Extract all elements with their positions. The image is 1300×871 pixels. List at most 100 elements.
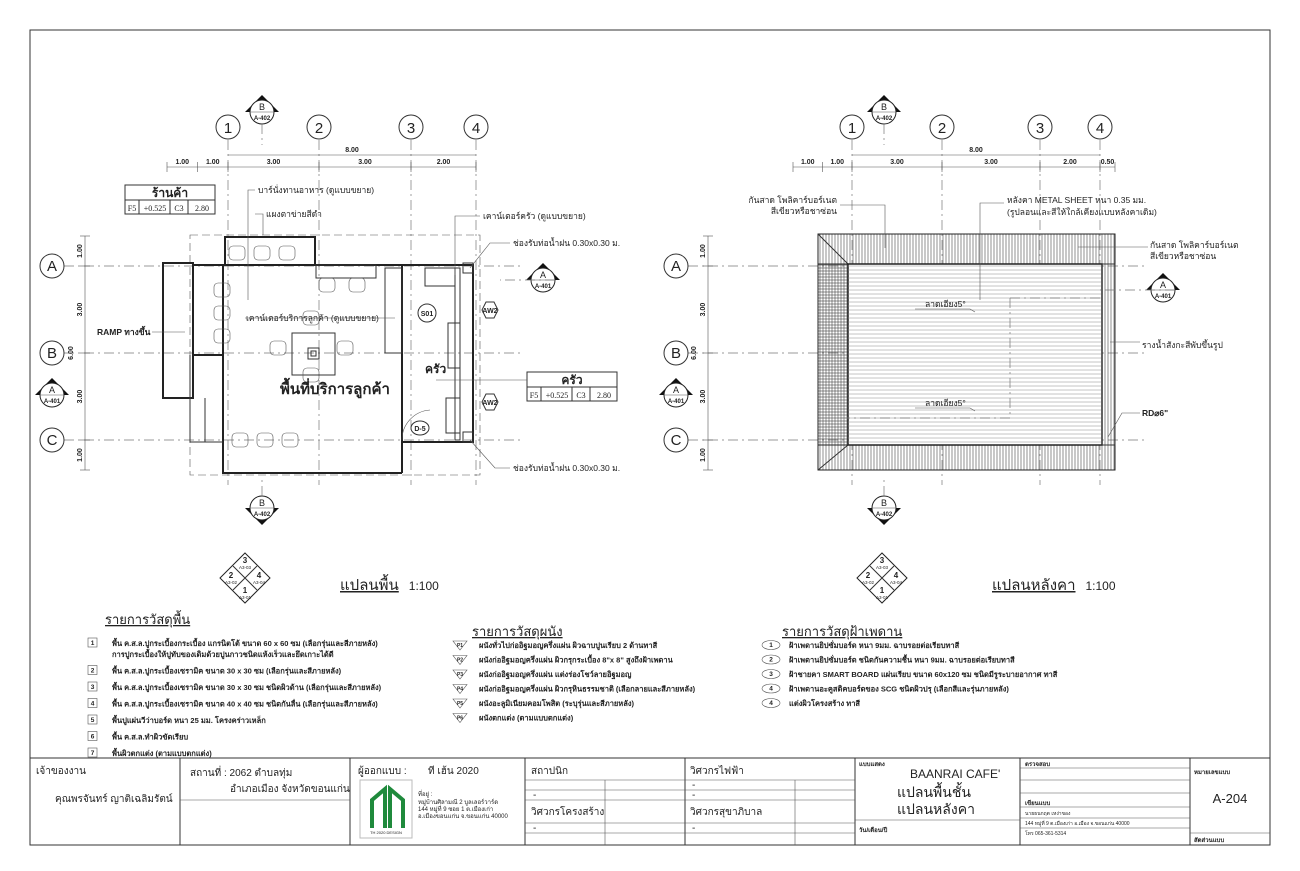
room-cell: +0.525 — [144, 204, 167, 213]
note-gutter: รางน้ำสังกะสีพับขึ้นรูป — [1142, 339, 1223, 351]
section-cut-line — [500, 279, 1175, 291]
dimension-label: 1.00 — [700, 448, 707, 462]
legend-tag: P5 — [457, 701, 463, 707]
sheet-label: หมายเลขแบบ — [1194, 769, 1230, 776]
dimension-label: 1.00 — [77, 448, 84, 462]
label-service-area: พื้นที่บริการลูกค้า — [280, 377, 390, 399]
dimension-label: 0.50 — [1101, 159, 1115, 166]
section-sheet: A-401 — [44, 399, 61, 405]
grid-label: 2 — [315, 120, 323, 137]
note-rd: RD⌀6" — [1142, 408, 1168, 418]
legend-tag-box — [87, 731, 98, 741]
grid-label: 1 — [848, 120, 856, 137]
legend-tag-triangle-icon — [452, 713, 468, 723]
grid-label: B — [671, 345, 681, 362]
section-sheet: A-401 — [1155, 294, 1172, 300]
chair-icon — [213, 282, 231, 298]
dimension-label: 6.00 — [68, 346, 75, 360]
dimension-label: 3.00 — [77, 390, 84, 404]
note-slope: ลาดเอียง5° — [925, 398, 966, 408]
center-table — [291, 332, 336, 376]
grid-bubble — [1087, 114, 1113, 140]
key-number: 1 — [243, 586, 248, 595]
drawing-label: แบบแสดง — [859, 761, 885, 768]
chair-icon — [253, 245, 271, 261]
sheet-number: A-204 — [1213, 791, 1248, 806]
ramp — [162, 262, 194, 399]
legend-text: พื้นผิวตกแต่ง (ตามแบบตกแต่ง) — [112, 747, 212, 758]
section-letter: A — [1160, 280, 1166, 290]
grid-label: C — [47, 432, 58, 449]
designer-name: ที เฮ้น 2020 — [428, 765, 479, 777]
dimension-label: 3.00 — [267, 159, 281, 166]
chair-icon — [231, 432, 249, 448]
legend-tag-triangle-icon — [452, 684, 468, 694]
key-ref: A3-02 — [862, 580, 875, 585]
chair-icon — [228, 245, 246, 261]
fridge — [445, 397, 461, 434]
tag-aw2 — [481, 301, 499, 319]
dimension-label: 2.00 — [437, 159, 451, 166]
note-roof: (รูปลอนและสีให้ใกล้เคียงแบบหลังคาเดิม) — [1007, 207, 1157, 218]
legend-text: พื้น ค.ส.ล.ปูกระเบื้องเซรามิค ขนาด 30 x … — [112, 665, 342, 677]
tag-door — [410, 420, 430, 436]
key-ref: A3-01 — [239, 595, 252, 600]
sanitary-label: วิศวกรสุขาภิบาล — [690, 807, 763, 818]
legend-tag-box — [87, 698, 98, 708]
grid-bubble — [306, 114, 332, 140]
room-cell: C3 — [576, 391, 585, 400]
key-ref: A3-04 — [253, 580, 266, 585]
legend-tag: 4 — [769, 700, 773, 707]
legend-tag-oval — [761, 654, 781, 665]
note-canopy: กันสาด โพลิคาร์บอร์เนต — [1150, 240, 1239, 250]
section-sheet: A-402 — [876, 512, 893, 518]
section-marker-b: BA-402 — [867, 495, 901, 525]
section-sheet: A-402 — [876, 116, 893, 122]
legend-text: การปูกระเบื้องให้ปูทับของเดิมด้วยปูนกาวช… — [112, 648, 334, 660]
key-cross — [869, 565, 895, 591]
section-sheet: A-401 — [535, 284, 552, 290]
checked-label: ตรวจสอบ — [1025, 761, 1050, 768]
section-letter: B — [881, 102, 887, 112]
stove — [424, 267, 456, 287]
legend-tag: 2 — [91, 668, 95, 675]
legend-tag: 3 — [91, 684, 95, 691]
legend-tag-box — [87, 681, 98, 692]
section-marker-a: A A-401 — [526, 263, 560, 293]
chair-icon — [348, 277, 366, 293]
dimension-label: 1.00 — [206, 159, 220, 166]
legend-tag: 1 — [91, 640, 95, 647]
drawn-label: เขียนแบบ — [1025, 799, 1050, 807]
section-letter: A — [540, 270, 546, 280]
grid-bubble — [663, 427, 689, 453]
note-mesh: แผงตาข่ายสีดำ — [266, 209, 322, 219]
drawn-phone: โทร 065-361-5314 — [1025, 830, 1066, 837]
room-cell: 2.80 — [597, 391, 611, 400]
section-sheet: A-402 — [254, 116, 271, 122]
tag-s01-label: S01 — [421, 311, 434, 318]
legend-text: ผนังก่ออิฐมอญครึ่งแผ่น ผิวกรุกระเบื้อง 8… — [479, 654, 674, 666]
designer-logo: TH 2020 DESIGN — [359, 779, 413, 839]
dimension-label: 3.00 — [358, 159, 372, 166]
electrical-value: - — [692, 790, 695, 801]
counter-ext — [384, 267, 403, 354]
address-line: ที่อยู่ : — [418, 790, 433, 798]
address-line: 144 หมู่ที่ 9 ซอย 1 ต.เมืองเก่า — [418, 805, 493, 813]
dimension-label: 1.00 — [700, 244, 707, 258]
dimension-label: 1.00 — [77, 244, 84, 258]
key-ref: A3-01 — [876, 595, 889, 600]
legend-tag-triangle-icon — [452, 640, 468, 651]
drain-box — [462, 262, 474, 274]
legend-tag: 7 — [91, 750, 95, 757]
grid-label: 1 — [224, 120, 232, 137]
legend-item: 7 พื้นผิวตกแต่ง (ตามแบบตกแต่ง) — [87, 747, 212, 758]
address-line: หมู่บ้านศิลามณี 2 บูลเลอร์วาร์ด — [418, 798, 498, 806]
leader-lines — [152, 189, 510, 469]
